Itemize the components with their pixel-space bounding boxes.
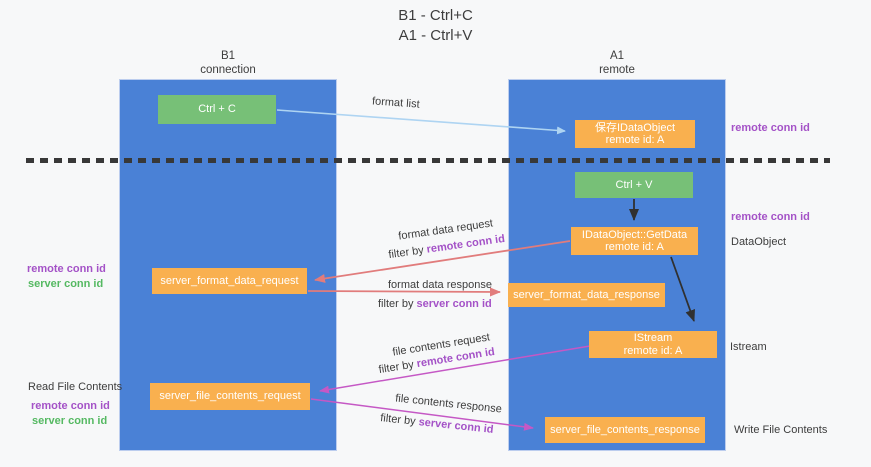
- server-conn-id-text: server conn id: [416, 298, 492, 310]
- dataobject-label: DataObject: [731, 236, 787, 248]
- idataobject-getdata-line2: remote id: A: [605, 241, 664, 253]
- right-remote-conn-id-mid-label: remote conn id: [731, 211, 810, 223]
- session-divider-dashed-line: [26, 158, 830, 163]
- format-data-response-filter-label: filter by server conn id: [378, 298, 492, 310]
- save-idataobject-line2: remote id: A: [605, 134, 665, 146]
- read-file-contents-label: Read File Contents: [28, 381, 123, 393]
- lane-b1-subtitle: connection: [200, 63, 256, 76]
- title-line-2: A1 - Ctrl+V: [398, 27, 473, 44]
- left-server-conn-id-mid-label: server conn id: [28, 278, 104, 290]
- idataobject-getdata-box: IDataObject::GetData remote id: A: [571, 227, 698, 255]
- server-file-contents-request-box: server_file_contents_request: [150, 383, 310, 410]
- server-conn-id-text: server conn id: [418, 416, 495, 436]
- server-format-data-response-label: server_format_data_response: [513, 288, 660, 301]
- right-remote-conn-id-top-label: remote conn id: [731, 122, 810, 134]
- ctrl-v-label: Ctrl + V: [615, 178, 653, 191]
- istream-box: IStream remote id: A: [589, 331, 717, 358]
- server-file-contents-response-label: server_file_contents_response: [550, 423, 700, 436]
- ctrl-c-box: Ctrl + C: [158, 95, 276, 124]
- server-format-data-response-box: server_format_data_response: [508, 283, 665, 307]
- ctrl-v-box: Ctrl + V: [575, 172, 693, 198]
- lane-a1-subtitle: remote: [599, 63, 635, 76]
- istream-side-label: Istream: [730, 341, 767, 353]
- server-file-contents-response-box: server_file_contents_response: [545, 417, 705, 443]
- istream-line1: IStream: [633, 332, 673, 344]
- save-idataobject-line1: 保存IDataObject: [594, 121, 676, 134]
- diagram-title: B1 - Ctrl+C A1 - Ctrl+V: [0, 6, 871, 46]
- format-data-response-label: format data response: [388, 279, 492, 291]
- lane-header-a1: A1 remote: [508, 50, 726, 77]
- file-contents-response-label: file contents response: [394, 392, 503, 416]
- istream-line2: remote id: A: [623, 344, 683, 357]
- left-remote-conn-id-mid-label: remote conn id: [27, 263, 106, 275]
- file-contents-response-filter-label: filter by server conn id: [380, 412, 494, 436]
- server-file-contents-request-label: server_file_contents_request: [159, 390, 301, 403]
- save-idataobject-box: 保存IDataObject remote id: A: [575, 120, 695, 148]
- title-line-1: B1 - Ctrl+C: [398, 7, 473, 24]
- lane-b1-title: B1: [220, 50, 236, 62]
- left-server-conn-id-bottom-label: server conn id: [32, 415, 108, 427]
- filter-by-text: filter by: [387, 244, 425, 262]
- server-format-data-request-label: server_format_data_request: [160, 274, 299, 287]
- server-format-data-request-box: server_format_data_request: [152, 268, 307, 294]
- write-file-contents-label: Write File Contents: [734, 424, 828, 436]
- lane-a1-title: A1: [609, 50, 625, 62]
- format-list-label: format list: [371, 95, 421, 111]
- filter-by-text: filter by: [377, 358, 415, 377]
- lane-header-b1: B1 connection: [119, 50, 337, 77]
- idataobject-getdata-line1: IDataObject::GetData: [581, 228, 688, 241]
- ctrl-c-label: Ctrl + C: [198, 103, 236, 116]
- filter-by-text: filter by: [379, 412, 417, 428]
- filter-by-text: filter by: [378, 298, 414, 310]
- left-remote-conn-id-bottom-label: remote conn id: [31, 400, 110, 412]
